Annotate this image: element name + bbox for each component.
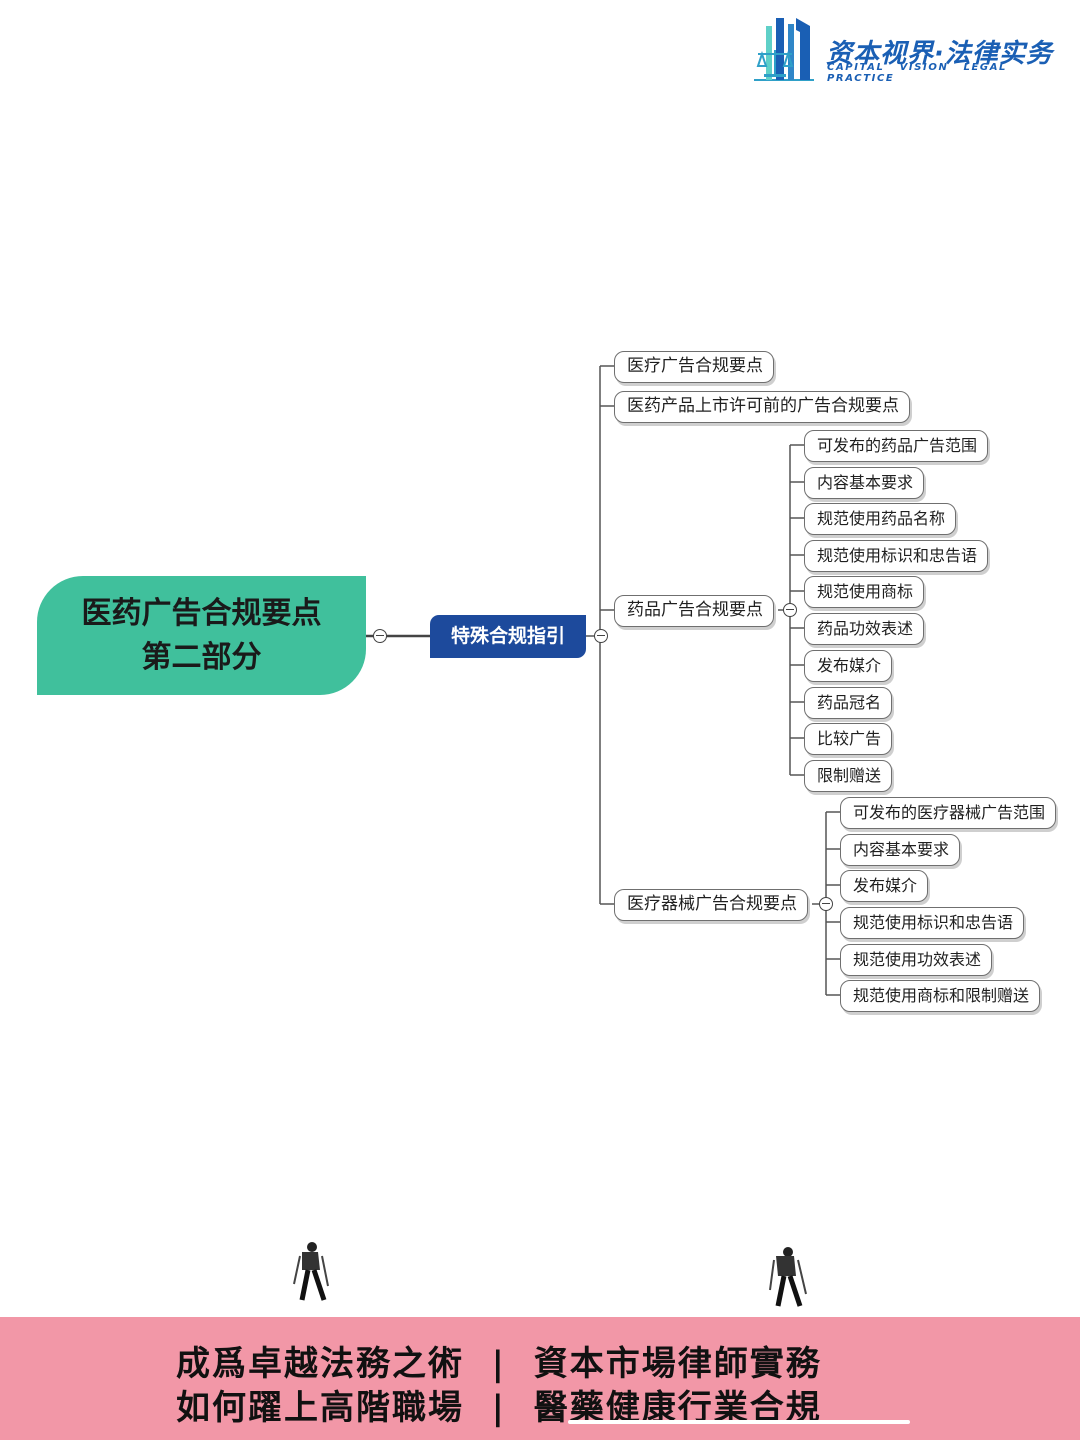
footer-line-1: 成爲卓越法務之術 | 資本市場律師實務 (176, 1344, 822, 1384)
hiker-icon (293, 1242, 329, 1301)
leaf-node[interactable]: 规范使用商标 (804, 576, 925, 608)
collapse-icon[interactable] (594, 629, 608, 643)
leaf-node[interactable]: 内容基本要求 (804, 467, 925, 499)
leaf-node[interactable]: 规范使用药品名称 (804, 503, 957, 535)
leaf-node[interactable]: 发布媒介 (804, 650, 893, 682)
collapse-icon[interactable] (373, 629, 387, 643)
brand-subtitle: CAPITAL VISION LEGAL PRACTICE (827, 62, 1008, 84)
leaf-node[interactable]: 可发布的药品广告范围 (804, 430, 989, 462)
leaf-node[interactable]: 规范使用标识和忠告语 (840, 907, 1025, 939)
hub-node[interactable]: 特殊合规指引 (430, 615, 586, 658)
brand-logo-icon (754, 18, 814, 81)
branch-pre-approval-ad[interactable]: 医药产品上市许可前的广告合规要点 (614, 391, 910, 423)
branch-device-ad[interactable]: 医疗器械广告合规要点 (614, 889, 808, 921)
root-line-2: 第二部分 (141, 639, 262, 675)
leaf-node[interactable]: 限制赠送 (804, 760, 893, 792)
leaf-node[interactable]: 药品冠名 (804, 687, 893, 719)
footer-underline (568, 1420, 910, 1424)
hiker-icon (769, 1247, 807, 1307)
leaf-node[interactable]: 内容基本要求 (840, 834, 961, 866)
leaf-node[interactable]: 规范使用标识和忠告语 (804, 540, 989, 572)
leaf-node[interactable]: 规范使用商标和限制赠送 (840, 980, 1041, 1012)
brand-title: 资本视界·法律实务 (826, 39, 1053, 69)
footer-band (0, 1317, 1080, 1440)
leaf-node[interactable]: 比较广告 (804, 723, 893, 755)
root-node[interactable]: 医药广告合规要点 第二部分 (37, 576, 366, 695)
branch-medical-ad[interactable]: 医疗广告合规要点 (614, 351, 774, 383)
collapse-icon[interactable] (819, 897, 833, 911)
leaf-node[interactable]: 发布媒介 (840, 870, 929, 902)
branch-drug-ad[interactable]: 药品广告合规要点 (614, 595, 774, 627)
leaf-node[interactable]: 可发布的医疗器械广告范围 (840, 797, 1057, 829)
root-line-1: 医药广告合规要点 (81, 595, 322, 631)
leaf-node[interactable]: 药品功效表述 (804, 613, 925, 645)
collapse-icon[interactable] (783, 603, 797, 617)
leaf-node[interactable]: 规范使用功效表述 (840, 944, 993, 976)
